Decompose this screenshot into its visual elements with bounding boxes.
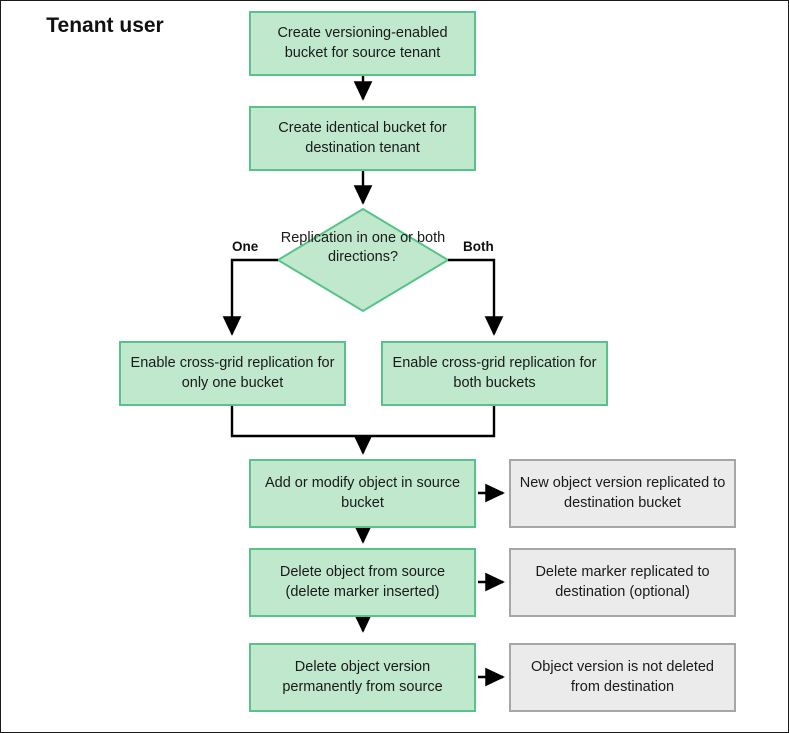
node-add-or-modify-object[interactable]: Add or modify object in source bucket (249, 459, 476, 528)
node-enable-both-buckets[interactable]: Enable cross-grid replication for both b… (381, 341, 608, 406)
node-decision-replication-direction[interactable]: Replication in one or both directions? (280, 230, 446, 266)
connector-decision-one-branch (222, 258, 278, 336)
node-delete-object-from-source[interactable]: Delete object from source (delete marker… (249, 548, 476, 617)
edge-label-one: One (232, 239, 259, 254)
node-delete-object-version[interactable]: Delete object version permanently from s… (249, 643, 476, 712)
connector-merge-enable-boxes (230, 406, 496, 438)
node-create-destination-bucket[interactable]: Create identical bucket for destination … (249, 106, 476, 171)
node-object-version-not-deleted-result[interactable]: Object version is not deleted from desti… (509, 643, 736, 712)
node-create-source-bucket[interactable]: Create versioning-enabled bucket for sou… (249, 11, 476, 76)
node-delete-marker-result[interactable]: Delete marker replicated to destination … (509, 548, 736, 617)
edge-label-both: Both (463, 239, 494, 254)
decision-diamond-shape (276, 207, 450, 313)
node-new-object-version-result[interactable]: New object version replicated to destina… (509, 459, 736, 528)
section-title-tenant-user: Tenant user (46, 14, 164, 37)
connector-decision-both-branch (448, 258, 504, 336)
node-enable-one-bucket[interactable]: Enable cross-grid replication for only o… (119, 341, 346, 406)
